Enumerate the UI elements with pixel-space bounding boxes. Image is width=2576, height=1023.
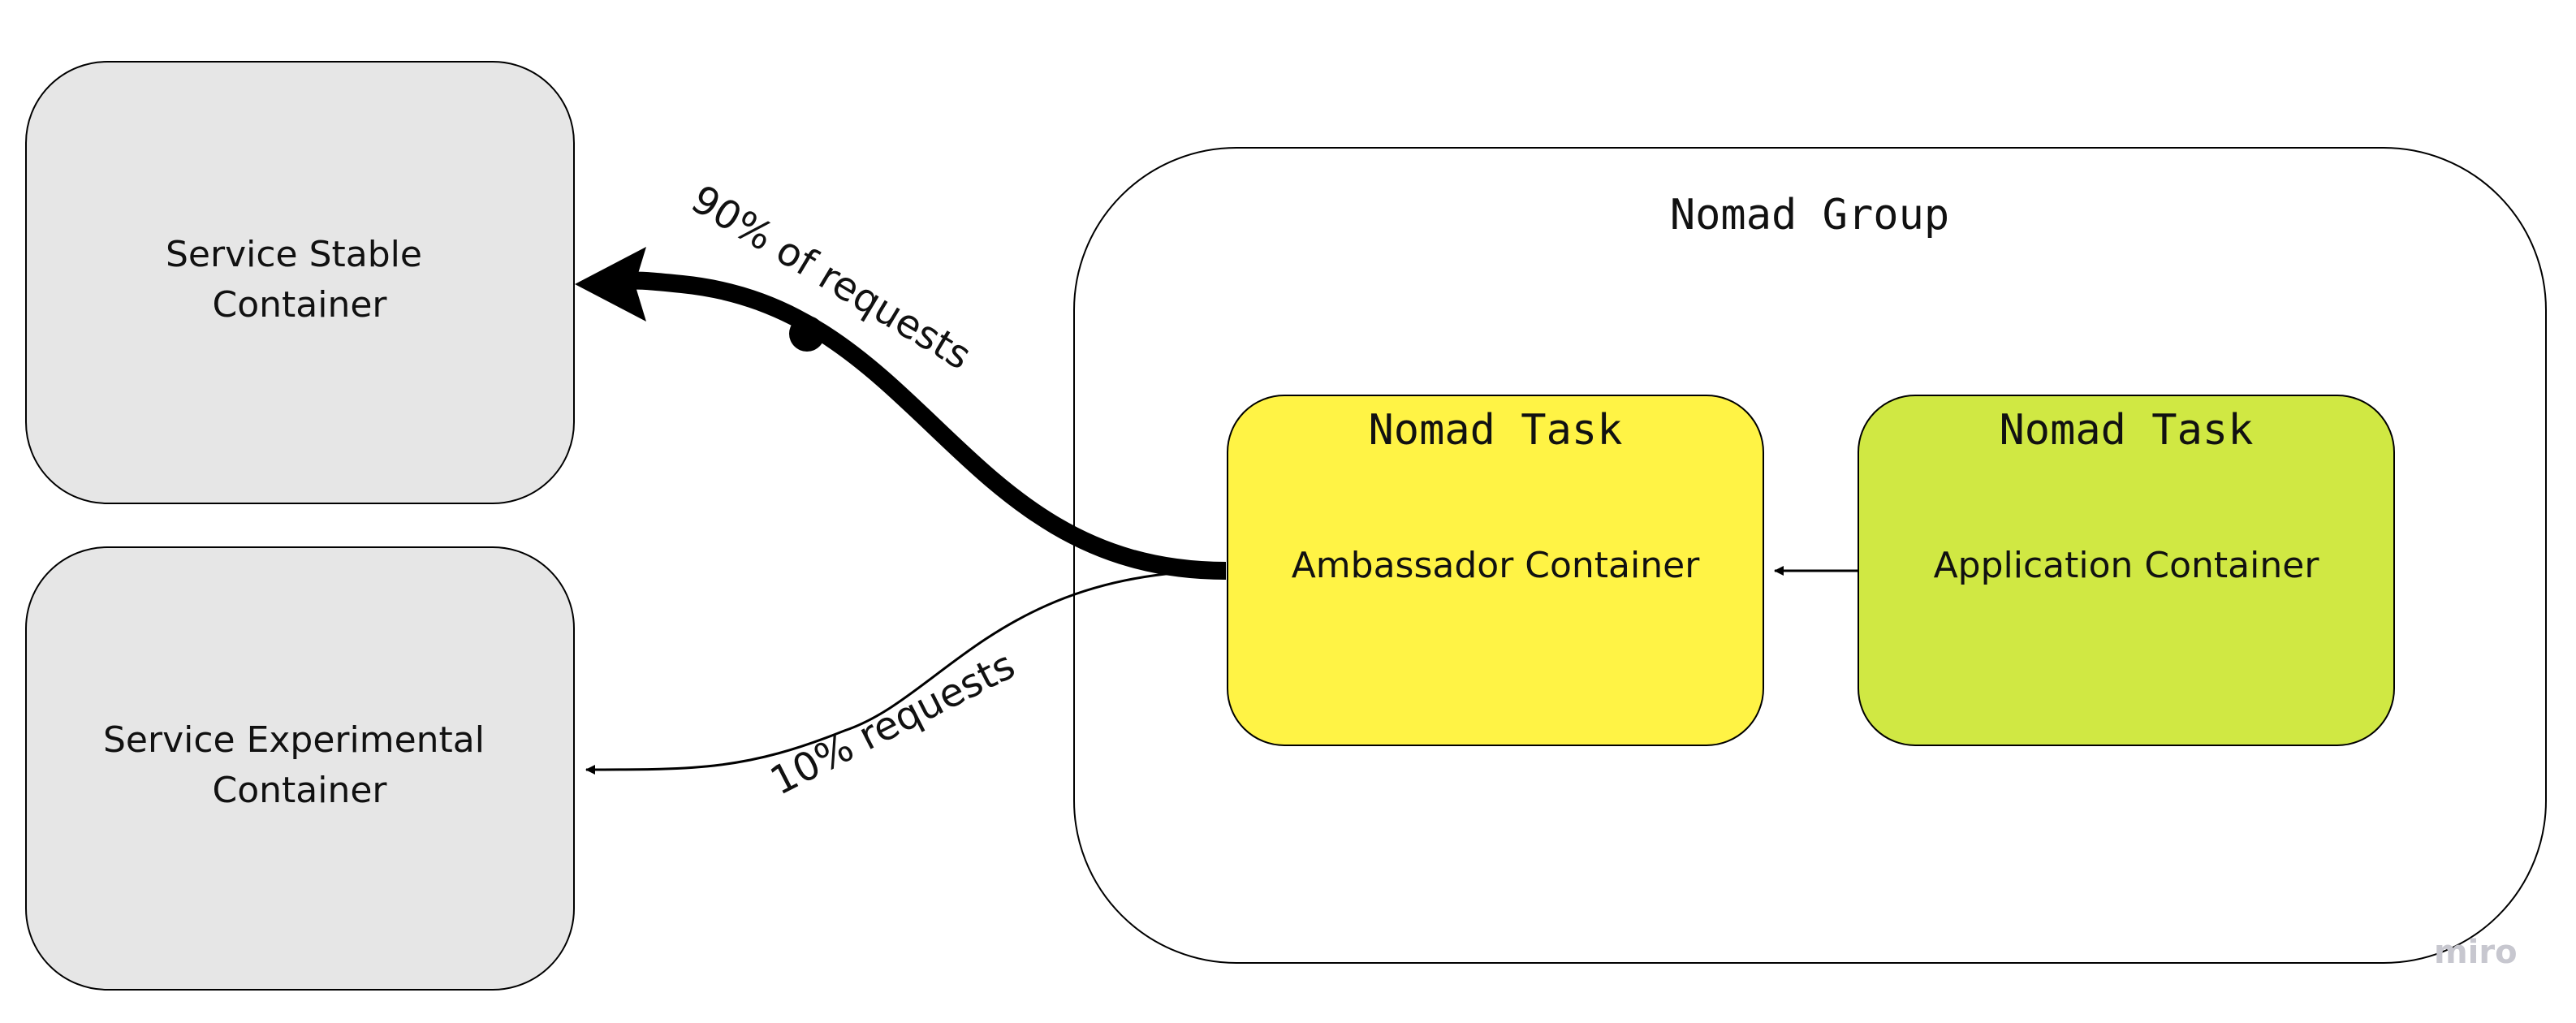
service-experimental-label-line2: Container bbox=[212, 770, 387, 811]
nomad-group-title: Nomad Group bbox=[1670, 191, 1949, 240]
service-experimental-label: Service Experimental Container bbox=[103, 719, 496, 811]
ambassador-task-node[interactable]: Nomad Task Ambassador Container bbox=[1227, 395, 1764, 746]
nomad-group-box[interactable] bbox=[1073, 147, 2547, 964]
edge-90-percent-midpoint-dot[interactable] bbox=[789, 316, 825, 352]
edge-90-percent-arrowhead bbox=[575, 247, 646, 322]
service-stable-label-line1: Service Stable bbox=[166, 234, 422, 275]
edge-90-percent-line[interactable] bbox=[628, 271, 1227, 580]
service-experimental-node[interactable]: Service Experimental Container bbox=[25, 546, 575, 991]
ambassador-task-box[interactable] bbox=[1227, 395, 1764, 746]
ambassador-container-label: Ambassador Container bbox=[1292, 545, 1701, 586]
ambassador-task-title: Nomad Task bbox=[1368, 406, 1622, 455]
application-task-node[interactable]: Nomad Task Application Container bbox=[1858, 395, 2395, 746]
service-stable-label-line2: Container bbox=[212, 284, 387, 326]
application-task-title: Nomad Task bbox=[1999, 406, 2253, 455]
service-stable-box[interactable] bbox=[25, 61, 575, 504]
service-stable-node[interactable]: Service Stable Container bbox=[25, 61, 575, 504]
application-container-label: Application Container bbox=[1934, 545, 2320, 586]
service-experimental-label-line1: Service Experimental bbox=[103, 719, 485, 761]
nomad-group-node[interactable]: Nomad Group bbox=[1073, 147, 2547, 964]
edge-10-percent-label: 10% requests bbox=[763, 642, 1022, 804]
edge-10-percent-line[interactable] bbox=[585, 569, 1227, 775]
service-stable-label: Service Stable Container bbox=[166, 234, 434, 326]
miro-watermark: miro bbox=[2434, 934, 2518, 971]
service-experimental-box[interactable] bbox=[25, 546, 575, 991]
